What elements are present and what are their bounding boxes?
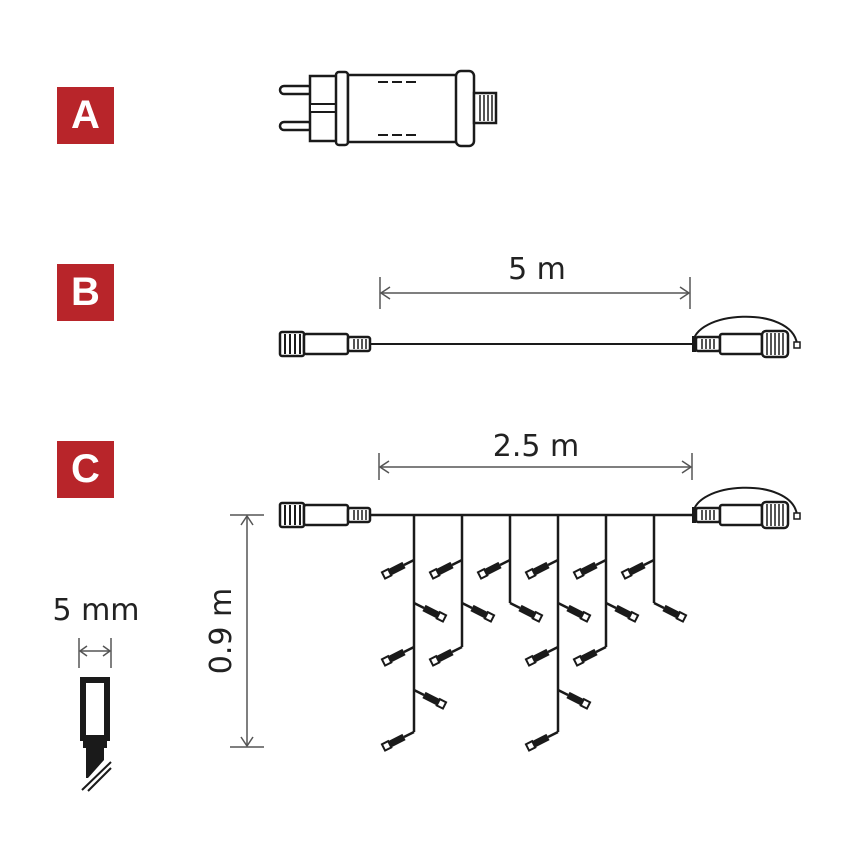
dimension-line-c-height	[230, 514, 264, 748]
dimension-line-c-width	[378, 453, 693, 480]
dimension-label-c-height: 0.9 m	[204, 588, 239, 674]
bulb-size-label: 5 mm	[52, 593, 139, 628]
bulb-detail-icon	[80, 677, 112, 792]
section-badge-a: A	[57, 87, 114, 144]
extension-cable-icon	[278, 315, 802, 359]
section-badge-b: B	[57, 264, 114, 321]
dimension-label-c-width: 2.5 m	[493, 429, 579, 464]
dimension-line-bulb	[78, 638, 112, 668]
dimension-line-b	[379, 277, 691, 309]
section-badge-c: C	[57, 441, 114, 498]
dimension-label-b: 5 m	[508, 252, 566, 287]
icicle-light-string-icon	[278, 486, 802, 752]
power-adapter-icon	[278, 69, 498, 148]
